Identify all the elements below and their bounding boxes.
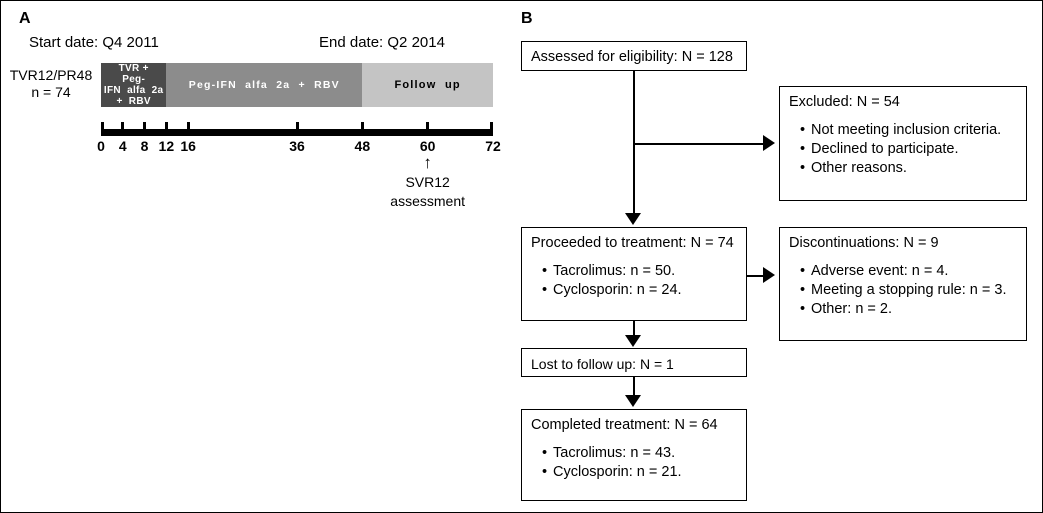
axis-tick-8 <box>143 122 147 129</box>
list-item: Cyclosporin: n = 21. <box>542 463 737 482</box>
list-item: Adverse event: n = 4. <box>800 262 1017 281</box>
axis-tick-36 <box>295 122 299 129</box>
axis-tick-label-36: 36 <box>289 138 305 154</box>
list-item: Declined to participate. <box>800 140 1017 159</box>
axis-tick-label-48: 48 <box>354 138 371 154</box>
axis-tick-48 <box>360 122 364 129</box>
list-item: Other reasons. <box>800 159 1017 178</box>
flow-box-excluded-header: Excluded: N = 54 <box>789 94 900 110</box>
treatment-arm-label: TVR12/PR48 n = 74 <box>3 67 99 101</box>
flow-box-completed-list: Tacrolimus: n = 43. Cyclosporin: n = 21. <box>531 444 737 482</box>
svr12-annotation-line1: SVR12 <box>405 174 450 190</box>
arrow-assessed-to-proceeded-icon <box>625 213 641 225</box>
axis-tick-label-12: 12 <box>158 138 175 154</box>
svr12-annotation: SVR12 assessment <box>378 173 478 211</box>
flow-box-proceeded: Proceeded to treatment: N = 74 Tacrolimu… <box>521 227 747 321</box>
panel-b: B Assessed for eligibility: N = 128 Excl… <box>513 1 1042 512</box>
flow-box-completed-header: Completed treatment: N = 64 <box>531 417 718 433</box>
flow-box-lost-to-followup-header: Lost to follow up: N = 1 <box>531 356 674 372</box>
axis-tick-72 <box>490 122 493 129</box>
panel-a: A Start date: Q4 2011 End date: Q2 2014 … <box>1 1 513 512</box>
flow-box-discontinuations-list: Adverse event: n = 4. Meeting a stopping… <box>789 262 1017 319</box>
flow-box-discontinuations: Discontinuations: N = 9 Adverse event: n… <box>779 227 1027 341</box>
connector-proceeded-to-lost <box>633 321 635 337</box>
flow-box-assessed: Assessed for eligibility: N = 128 <box>521 41 747 71</box>
flow-box-completed: Completed treatment: N = 64 Tacrolimus: … <box>521 409 747 501</box>
axis-tick-12 <box>164 122 168 129</box>
list-item: Not meeting inclusion criteria. <box>800 121 1017 140</box>
panel-a-letter: A <box>19 10 31 27</box>
axis-tick-label-72: 72 <box>485 138 501 154</box>
list-item: Other: n = 2. <box>800 300 1017 319</box>
timeline-segment-followup: Follow up <box>362 63 493 107</box>
arm-label-line1: TVR12/PR48 <box>9 67 93 83</box>
axis-tick-label-4: 4 <box>118 138 127 154</box>
list-item: Tacrolimus: n = 43. <box>542 444 737 463</box>
timeline-segment-tvr-label: TVR +Peg-IFN alfa 2a+ RBV <box>103 63 164 107</box>
timeline-segment-tvr: TVR +Peg-IFN alfa 2a+ RBV <box>101 63 167 107</box>
axis-tick-label-8: 8 <box>140 138 149 154</box>
flow-box-proceeded-header: Proceeded to treatment: N = 74 <box>531 235 734 251</box>
arrow-assessed-to-excluded-icon <box>763 135 775 151</box>
panel-b-letter: B <box>521 10 533 27</box>
start-date-label: Start date: Q4 2011 <box>29 34 159 51</box>
timeline-segment-pegifn-label: Peg-IFN alfa 2a + RBV <box>188 78 340 91</box>
list-item: Meeting a stopping rule: n = 3. <box>800 281 1017 300</box>
svr12-annotation-line2: assessment <box>390 193 465 209</box>
flow-box-lost-to-followup: Lost to follow up: N = 1 <box>521 348 747 377</box>
flow-box-proceeded-list: Tacrolimus: n = 50. Cyclosporin: n = 24. <box>531 262 737 300</box>
axis-tick-label-0: 0 <box>97 138 105 154</box>
axis-tick-label-60: 60 <box>419 138 436 154</box>
arrow-proceeded-to-lost-icon <box>625 335 641 347</box>
connector-proceeded-to-discontinuations <box>747 275 767 277</box>
flow-box-assessed-header: Assessed for eligibility: N = 128 <box>531 49 733 65</box>
arm-label-line2: n = 74 <box>31 84 71 100</box>
end-date-label: End date: Q2 2014 <box>319 34 445 51</box>
treatment-timeline-bar: TVR +Peg-IFN alfa 2a+ RBV Peg-IFN alfa 2… <box>101 63 493 107</box>
axis-tick-label-16: 16 <box>180 138 196 154</box>
flow-box-excluded-list: Not meeting inclusion criteria. Declined… <box>789 121 1017 178</box>
flow-box-discontinuations-header: Discontinuations: N = 9 <box>789 235 939 251</box>
arrow-proceeded-to-discontinuations-icon <box>763 267 775 283</box>
list-item: Tacrolimus: n = 50. <box>542 262 737 281</box>
svr12-arrow-icon: ↑ <box>423 153 432 172</box>
axis-tick-4 <box>121 122 125 129</box>
connector-lost-to-completed <box>633 377 635 395</box>
axis-tick-16 <box>186 122 190 129</box>
axis-tick-0 <box>101 122 104 129</box>
list-item: Cyclosporin: n = 24. <box>542 281 737 300</box>
timeline-segment-followup-label: Follow up <box>394 78 461 91</box>
axis-tick-60 <box>426 122 430 129</box>
connector-assessed-to-excluded <box>633 143 765 145</box>
flow-box-excluded: Excluded: N = 54 Not meeting inclusion c… <box>779 86 1027 201</box>
arrow-lost-to-completed-icon <box>625 395 641 407</box>
timeline-segment-pegifn: Peg-IFN alfa 2a + RBV <box>166 63 363 107</box>
